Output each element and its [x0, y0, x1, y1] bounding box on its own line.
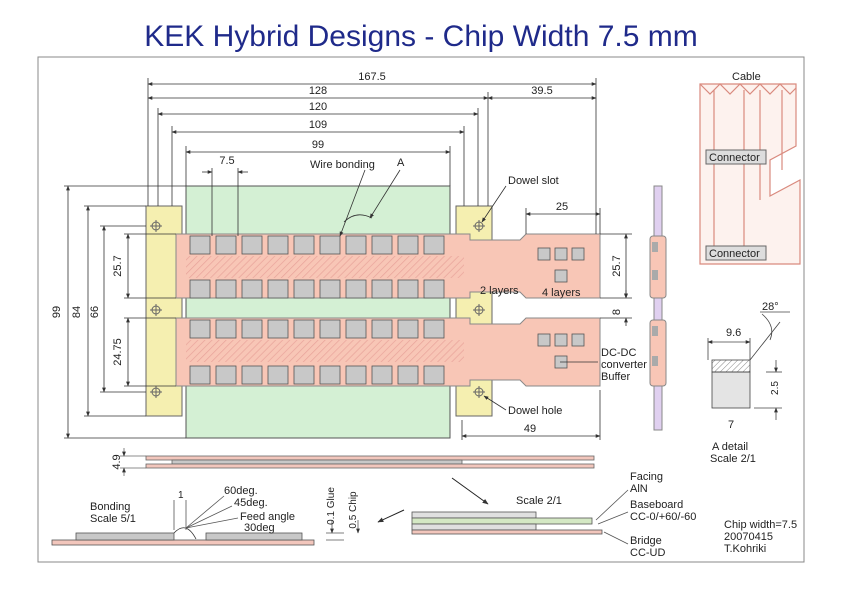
facing-label-1: Facing	[630, 471, 663, 483]
dim-25: 25	[556, 201, 568, 213]
dim-8: 8	[611, 309, 623, 315]
chip-row-2	[189, 279, 445, 299]
bonding-title: Bonding	[90, 501, 130, 513]
wire-bonding-label: Wire bonding	[310, 159, 375, 171]
side-elevation	[120, 448, 595, 476]
dowel-slot-label: Dowel slot	[508, 175, 559, 187]
bridge-label-2: CC-UD	[630, 547, 665, 559]
bonding-one: 1	[178, 490, 184, 501]
chip-row-1	[189, 235, 445, 255]
four-layers-label: 4 layers	[542, 287, 581, 299]
dim-24-75: 24.75	[112, 338, 124, 366]
dim-109: 109	[309, 119, 327, 131]
bonding-45deg: 45deg.	[234, 497, 268, 509]
chip-row-3	[189, 319, 445, 339]
dowel-hole-label: Dowel hole	[508, 405, 562, 417]
connector-bottom-label: Connector	[709, 248, 760, 260]
connector-top-box	[705, 149, 767, 165]
chip-width-info: Chip width=7.5	[724, 519, 797, 531]
dim-120: 120	[309, 101, 327, 113]
baseboard-label-2: CC-0/+60/-60	[630, 511, 696, 523]
section-view	[411, 489, 629, 545]
dim-39-5: 39.5	[531, 85, 552, 97]
cable-view	[699, 83, 801, 265]
a-detail-height: 2.5	[770, 381, 781, 395]
chip-label: 0.5 Chip	[348, 491, 359, 529]
bonding-scale: Scale 5/1	[90, 513, 136, 525]
dim-4-9: 4.9	[111, 454, 123, 469]
glue-label: 0.1 Glue	[326, 487, 337, 525]
dim-167-5: 167.5	[358, 71, 386, 83]
bonding-detail	[51, 495, 360, 546]
a-detail-title: A detail	[712, 441, 748, 453]
date-info: 20070415	[724, 531, 773, 543]
a-detail-angle: 28°	[762, 301, 779, 313]
baseboard	[185, 185, 451, 439]
components-upper	[537, 247, 585, 283]
chip-row-4	[189, 365, 445, 385]
dim-99: 99	[312, 139, 324, 151]
connector-bottom-box	[705, 245, 767, 261]
dim-49: 49	[524, 423, 536, 435]
bonding-feed-angle: Feed angle	[240, 511, 295, 523]
bridge-label-1: Bridge	[630, 535, 662, 547]
cable-label: Cable	[732, 71, 761, 83]
dowel-holes	[150, 220, 485, 398]
a-detail-scale: Scale 2/1	[710, 453, 756, 465]
section-scale: Scale 2/1	[516, 495, 562, 507]
dcdc-label-2: converter	[601, 359, 647, 371]
dim-84: 84	[71, 306, 83, 318]
bonding-60deg: 60deg.	[224, 485, 258, 497]
detail-a-label: A	[397, 157, 405, 169]
bonding-30deg: 30deg	[244, 522, 275, 534]
a-detail	[707, 311, 790, 420]
a-detail-width: 9.6	[726, 327, 741, 339]
slide-title: KEK Hybrid Designs - Chip Width 7.5 mm	[144, 20, 698, 53]
side-edge-view	[653, 185, 663, 431]
author-info: T.Kohriki	[724, 543, 766, 555]
dim-128: 128	[309, 85, 327, 97]
dim-25-7-left: 25.7	[112, 255, 124, 276]
dim-99-vertical: 99	[51, 306, 63, 318]
connector-top-label: Connector	[709, 152, 760, 164]
components-lower	[537, 333, 585, 369]
two-layers-label: 2 layers	[480, 285, 519, 297]
drawing-frame	[37, 56, 805, 563]
dim-25-7-right: 25.7	[611, 255, 623, 276]
dim-66: 66	[89, 306, 101, 318]
dcdc-label-1: DC-DC	[601, 347, 636, 359]
baseboard-label-1: Baseboard	[630, 499, 683, 511]
a-detail-seven: 7	[728, 419, 734, 431]
dim-7-5: 7.5	[219, 155, 234, 167]
dcdc-label-3: Buffer	[601, 371, 630, 383]
facing-label-2: AlN	[630, 483, 648, 495]
